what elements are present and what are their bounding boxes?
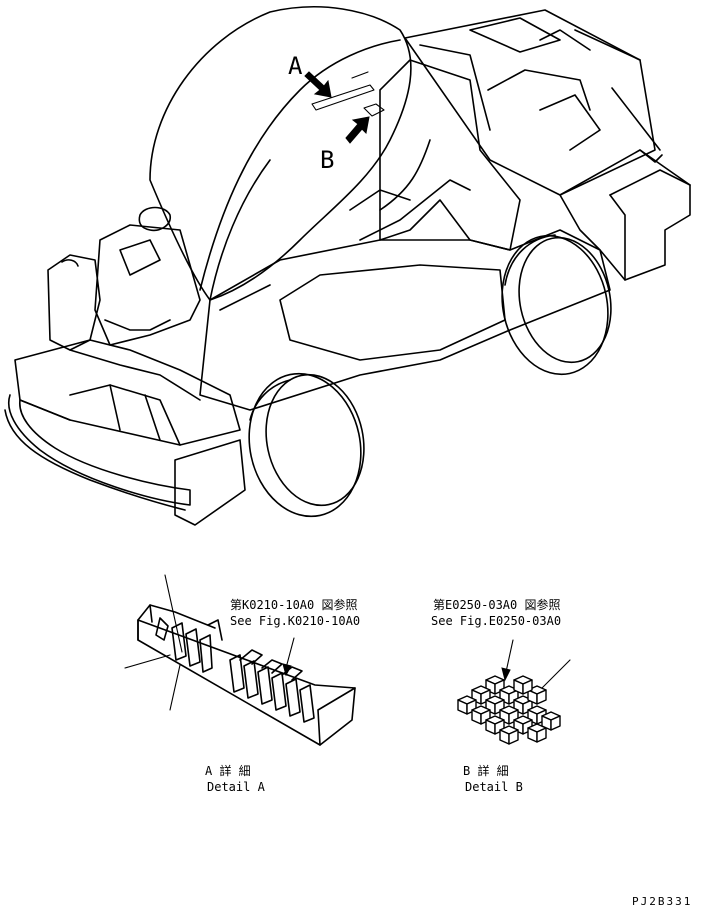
detail-b-ref-en: See Fig.E0250-03A0 — [431, 614, 561, 628]
detail-b-illustration — [457, 639, 571, 745]
detail-a-ref-jp: 第K0210-10A0 図参照 — [230, 597, 357, 612]
detail-a-title-en: Detail A — [207, 780, 266, 794]
arrow-b-icon — [345, 116, 370, 144]
detail-b-title-en: Detail B — [465, 780, 523, 794]
fuse-cube — [508, 729, 519, 745]
detail-a-title-jp: A 詳 細 — [205, 763, 251, 778]
part-b-marker — [363, 103, 385, 117]
fuse-cube — [536, 727, 547, 743]
detail-b-ref-jp: 第E0250-03A0 図参照 — [433, 597, 560, 612]
fuse-cube — [536, 689, 547, 705]
part-a-marker — [311, 84, 375, 111]
arrow-a-icon — [304, 71, 332, 98]
detail-a-ref-en: See Fig.K0210-10A0 — [230, 614, 360, 628]
callout-a-letter: A — [288, 52, 303, 80]
detail-a-illustration — [124, 574, 356, 746]
drawing-code: PJ2B331 — [632, 895, 692, 908]
fuse-cube — [522, 679, 533, 695]
callout-b-letter: B — [320, 146, 334, 174]
fuse-cube — [550, 715, 561, 731]
machine-illustration — [4, 6, 691, 526]
detail-b-title-jp: B 詳 細 — [463, 763, 509, 778]
